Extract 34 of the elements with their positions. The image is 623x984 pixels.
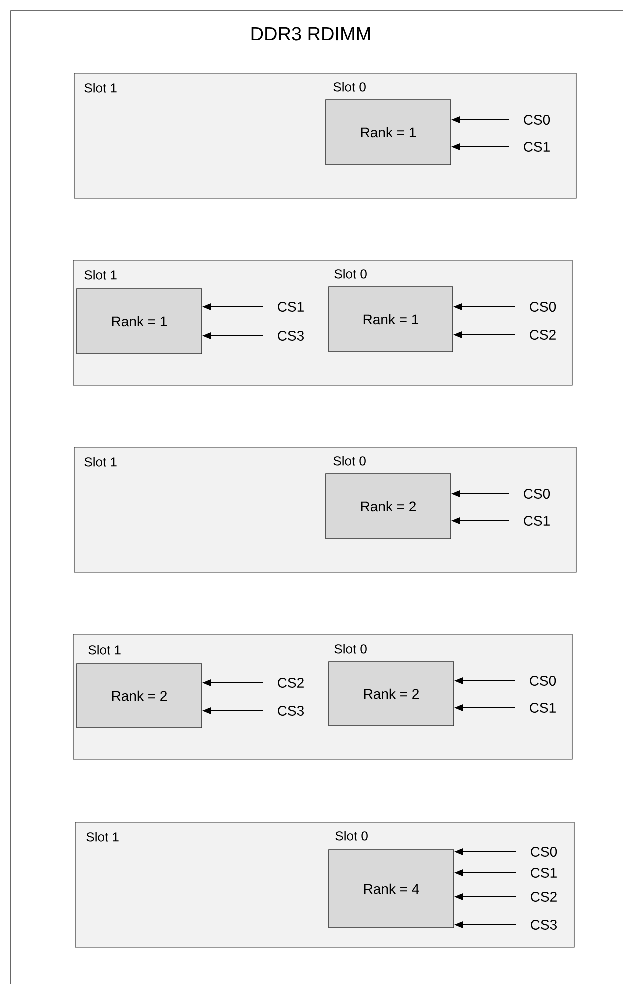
slot-label: Slot 0 bbox=[336, 831, 368, 841]
signal-label: CS2 bbox=[278, 678, 304, 688]
rank-box: Rank = 1 bbox=[76, 288, 202, 354]
signal-label: CS0 bbox=[530, 676, 556, 686]
slot-label: Slot 0 bbox=[334, 644, 367, 654]
signal-label: CS3 bbox=[531, 920, 557, 930]
signal-label: CS3 bbox=[278, 706, 304, 716]
signal-label: CS0 bbox=[531, 847, 558, 857]
signal-label: CS1 bbox=[524, 142, 550, 152]
slot-label: Slot 0 bbox=[334, 456, 366, 466]
slot-label: Slot 1 bbox=[88, 645, 121, 655]
rank-box: Rank = 2 bbox=[76, 664, 202, 728]
signal-label: CS0 bbox=[524, 115, 550, 125]
signal-label: CS0 bbox=[530, 302, 556, 312]
rank-box: Rank = 2 bbox=[326, 474, 452, 540]
rank-box: Rank = 2 bbox=[328, 662, 454, 726]
slot-label: Slot 1 bbox=[86, 832, 119, 842]
rank-box: Rank = 4 bbox=[328, 850, 454, 928]
slot-label: Slot 0 bbox=[334, 269, 367, 279]
diagram-title: DDR3 RDIMM bbox=[252, 27, 370, 41]
rank-box: Rank = 1 bbox=[326, 100, 452, 166]
signal-label: CS1 bbox=[524, 516, 550, 526]
signal-label: CS1 bbox=[278, 302, 304, 312]
slot-label: Slot 1 bbox=[84, 457, 117, 467]
signal-label: CS0 bbox=[524, 489, 550, 499]
signal-label: CS1 bbox=[530, 703, 556, 713]
signal-label: CS1 bbox=[531, 868, 557, 878]
signal-label: CS2 bbox=[531, 892, 557, 902]
slot-label: Slot 1 bbox=[84, 270, 117, 280]
signal-label: CS3 bbox=[278, 331, 304, 341]
signal-label: CS2 bbox=[530, 330, 556, 340]
slot-label: Slot 0 bbox=[334, 82, 366, 92]
slot-label: Slot 1 bbox=[84, 83, 117, 93]
rank-box: Rank = 1 bbox=[328, 286, 454, 352]
